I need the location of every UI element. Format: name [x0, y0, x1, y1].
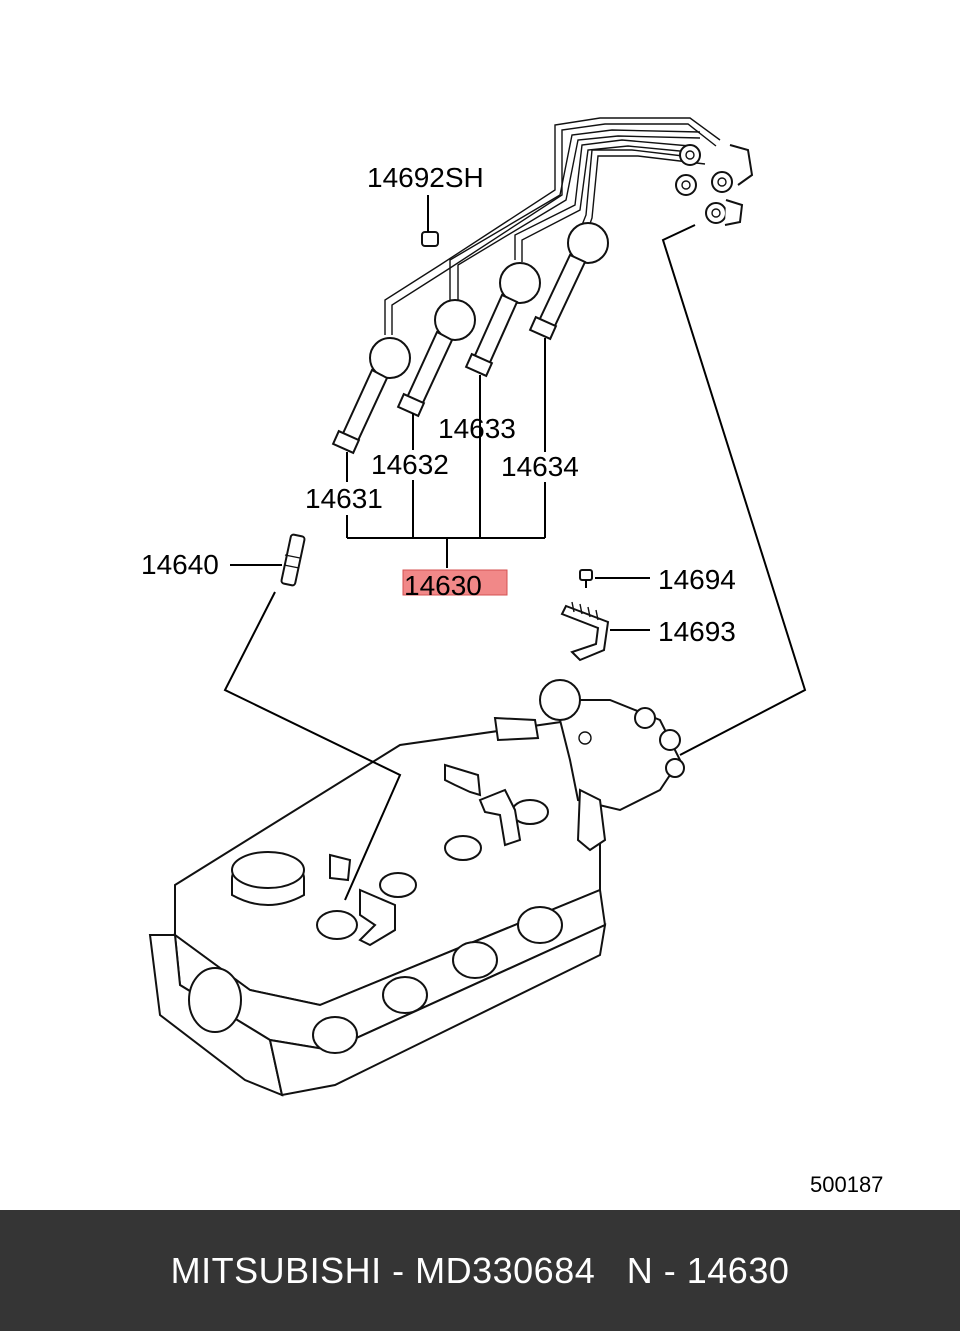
footer-ref: N - 14630 [626, 1249, 790, 1291]
footer-separator: - [381, 1249, 416, 1291]
spark-plug [230, 533, 306, 587]
distributor [539, 679, 685, 852]
spark-plug-cable-4 [528, 222, 609, 341]
cable-clip [421, 195, 439, 247]
highlight-box [402, 569, 508, 596]
diagram-code: 500187 [810, 1172, 883, 1197]
footer-part-number: MD330684 [415, 1249, 596, 1291]
footer-gap [595, 1250, 627, 1292]
footer-bar: MITSUBISHI - MD330684 N - 14630 [0, 1210, 960, 1331]
ignition-cable-bundle [384, 117, 754, 335]
parts-diagram: 14692SH 14633 14632 14634 14631 14640 14… [141, 117, 883, 1197]
label-spark-plug: 14640 [141, 549, 219, 580]
cable-leader-lines [346, 338, 546, 568]
label-clip: 14692SH [367, 162, 484, 193]
spark-plug-cable-3 [464, 262, 541, 378]
spark-plug-cable-1 [331, 337, 411, 455]
bolt [579, 569, 650, 588]
cylinder-head [148, 716, 607, 1097]
footer-brand: MITSUBISHI [170, 1249, 382, 1291]
label-cable-4: 14634 [501, 451, 579, 482]
distributor-cable-caps [675, 144, 754, 226]
label-cable-3: 14633 [438, 413, 516, 444]
label-cable-set: 14630 [404, 570, 482, 601]
spark-plug-cable-2 [396, 299, 476, 418]
bracket [560, 601, 650, 662]
label-cable-2: 14632 [371, 449, 449, 480]
assembly-leader-lines [223, 224, 807, 901]
label-bracket: 14693 [658, 616, 736, 647]
label-bolt: 14694 [658, 564, 736, 595]
label-cable-1: 14631 [305, 483, 383, 514]
